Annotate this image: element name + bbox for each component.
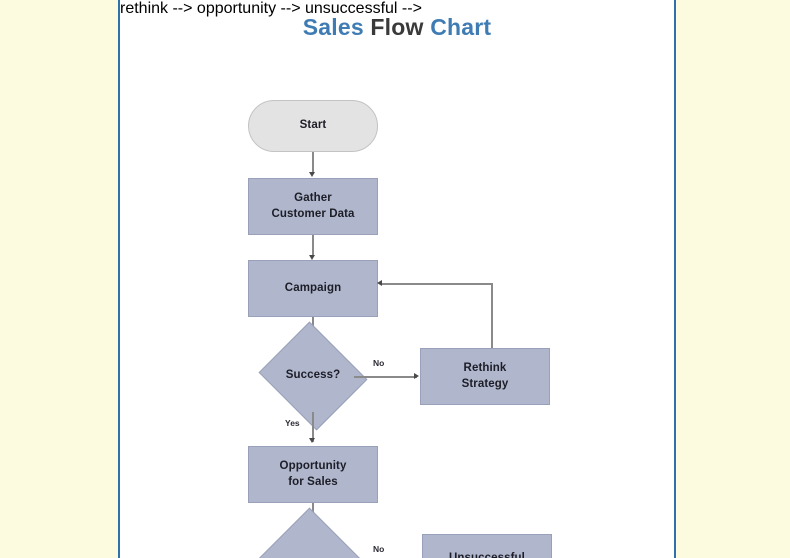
node-gather-line1: Gather <box>294 192 332 205</box>
node-success-decision[interactable]: Success? <box>258 321 368 431</box>
title-part-flow: Flow <box>370 14 424 40</box>
edge-gather-campaign-arrow <box>309 255 315 260</box>
node-success-decision-label: Success? <box>285 369 341 382</box>
node-opportunity-for-sales[interactable]: Opportunity for Sales <box>248 446 378 503</box>
right-blue-rule <box>672 0 676 558</box>
edge-start-gather-arrow <box>309 172 315 177</box>
node-unsuccessful-label: Unsuccessful <box>445 551 529 558</box>
edge-success-rethink-arrow <box>414 372 419 379</box>
node-rethink-line1: Rethink <box>463 362 507 375</box>
node-opportunity-line2: for Sales <box>288 475 338 488</box>
edge-rethink-campaign-arrow <box>377 279 382 286</box>
node-second-decision[interactable] <box>258 507 368 558</box>
node-campaign-label: Campaign <box>284 281 342 294</box>
second-decision-diamond-shape <box>258 507 368 558</box>
node-start[interactable]: Start <box>248 100 378 152</box>
edge-label-yes-1: Yes <box>285 418 300 428</box>
edge-label-no-2: No <box>373 544 385 554</box>
edge-success-rethink-line <box>354 376 417 378</box>
node-campaign[interactable]: Campaign <box>248 260 378 317</box>
node-unsuccessful[interactable]: Unsuccessful <box>422 534 552 558</box>
edge-rethink-campaign-hline <box>382 283 492 285</box>
edge-gather-campaign-line <box>312 235 314 257</box>
page-title: Sales Flow Chart <box>120 14 674 41</box>
node-opportunity-line1: Opportunity <box>279 460 347 473</box>
edge-rethink-campaign-vline <box>491 283 493 348</box>
title-part-sales: Sales <box>302 14 364 40</box>
node-opportunity-for-sales-label: Opportunity for Sales <box>276 459 351 489</box>
node-gather-line2: Customer Data <box>271 207 355 220</box>
node-start-label: Start <box>299 119 327 132</box>
edge-success-opportunity-arrow <box>309 438 315 443</box>
edge-start-gather-line <box>312 152 314 174</box>
title-part-chart: Chart <box>430 14 492 40</box>
edge-label-no-1: No <box>373 358 385 368</box>
node-rethink-line2: Strategy <box>461 377 509 390</box>
edge-success-opportunity-line <box>312 412 314 442</box>
